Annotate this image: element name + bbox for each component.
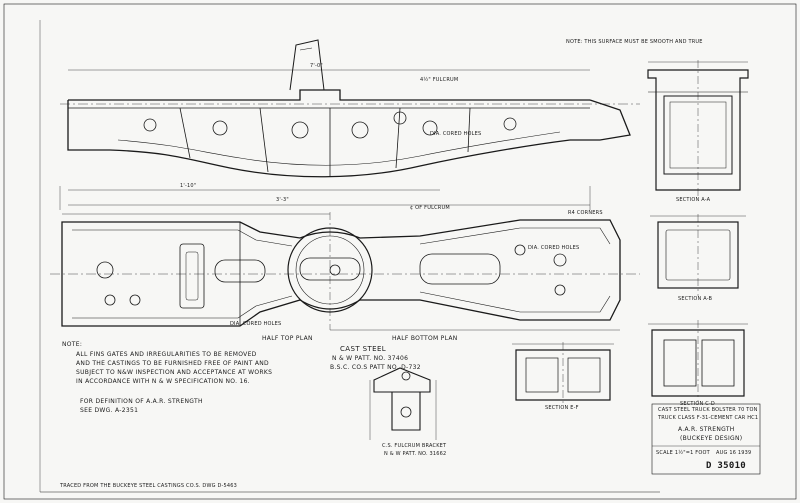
- material-pattern-1: N & W PATT. NO. 37406: [332, 355, 409, 362]
- bolster-plan-view: [50, 212, 640, 331]
- bracket-label-2: N & W PATT. NO. 31662: [384, 451, 447, 457]
- fulcrum-bracket: [369, 367, 437, 440]
- title-date: AUG 16 1939: [716, 450, 752, 456]
- title-line-4: (BUCKEYE DESIGN): [680, 435, 743, 442]
- section-a-a-label: SECTION A-A: [676, 197, 711, 203]
- section-c-d: [648, 320, 748, 402]
- fulcrum-label: 4½" FULCRUM: [420, 77, 459, 83]
- sheet-border: [3, 3, 797, 500]
- definition-note-2: SEE DWG. A-2351: [80, 407, 139, 414]
- surface-note: NOTE: THIS SURFACE MUST BE SMOOTH AND TR…: [566, 39, 703, 45]
- section-e-f-label: SECTION E-F: [545, 405, 579, 411]
- cored-holes-label-plan: DIA. CORED HOLES: [528, 245, 580, 251]
- traced-note: TRACED FROM THE BUCKEYE STEEL CASTINGS C…: [60, 483, 238, 489]
- half-top-plan-label: HALF TOP PLAN: [262, 335, 313, 342]
- note-line: ALL FINS GATES AND IRREGULARITIES TO BE …: [76, 351, 257, 358]
- definition-note-1: FOR DEFINITION OF A.A.R. STRENGTH: [80, 398, 203, 405]
- section-a-b: [650, 214, 746, 296]
- section-a-a: [647, 60, 749, 196]
- note-line: IN ACCORDANCE WITH N & W SPECIFICATION N…: [76, 378, 250, 385]
- title-line-1: CAST STEEL TRUCK BOLSTER 70 TON: [658, 407, 758, 413]
- dim-1-10: 1'-10": [180, 183, 197, 189]
- dim-7-0: 7'-0": [310, 63, 323, 69]
- title-block-frame: [651, 403, 761, 475]
- title-scale: SCALE 1½"=1 FOOT: [656, 450, 710, 456]
- of-fulcrum-label: ¢ OF FULCRUM: [410, 205, 450, 211]
- cored-holes-label-left: DIA. CORED HOLES: [230, 321, 282, 327]
- section-e-f: [512, 342, 614, 406]
- half-bottom-plan-label: HALF BOTTOM PLAN: [392, 335, 458, 342]
- section-c-d-label: SECTION C-D: [680, 401, 715, 407]
- title-line-2: TRUCK CLASS F-31-CEMENT CAR HC1: [658, 415, 759, 421]
- section-a-b-label: SECTION A-B: [678, 296, 713, 302]
- note-heading: NOTE:: [62, 341, 83, 348]
- material-pattern-2: B.S.C. CO.S PATT NO. D-732: [330, 364, 421, 371]
- bracket-label-1: C.S. FULCRUM BRACKET: [382, 443, 447, 449]
- corners-label: R4 CORNERS: [568, 210, 603, 216]
- drawing-number: D 35010: [706, 461, 747, 471]
- material-title: CAST STEEL: [340, 345, 387, 353]
- note-line: AND THE CASTINGS TO BE FURNISHED FREE OF…: [76, 360, 269, 367]
- title-line-3: A.A.R. STRENGTH: [678, 426, 735, 433]
- note-line: SUBJECT TO N&W INSPECTION AND ACCEPTANCE…: [76, 369, 273, 376]
- bolster-elevation-view: [59, 39, 640, 210]
- cored-holes-label-top: DIA. CORED HOLES: [430, 131, 482, 137]
- dim-3-3: 3'-3": [276, 197, 289, 203]
